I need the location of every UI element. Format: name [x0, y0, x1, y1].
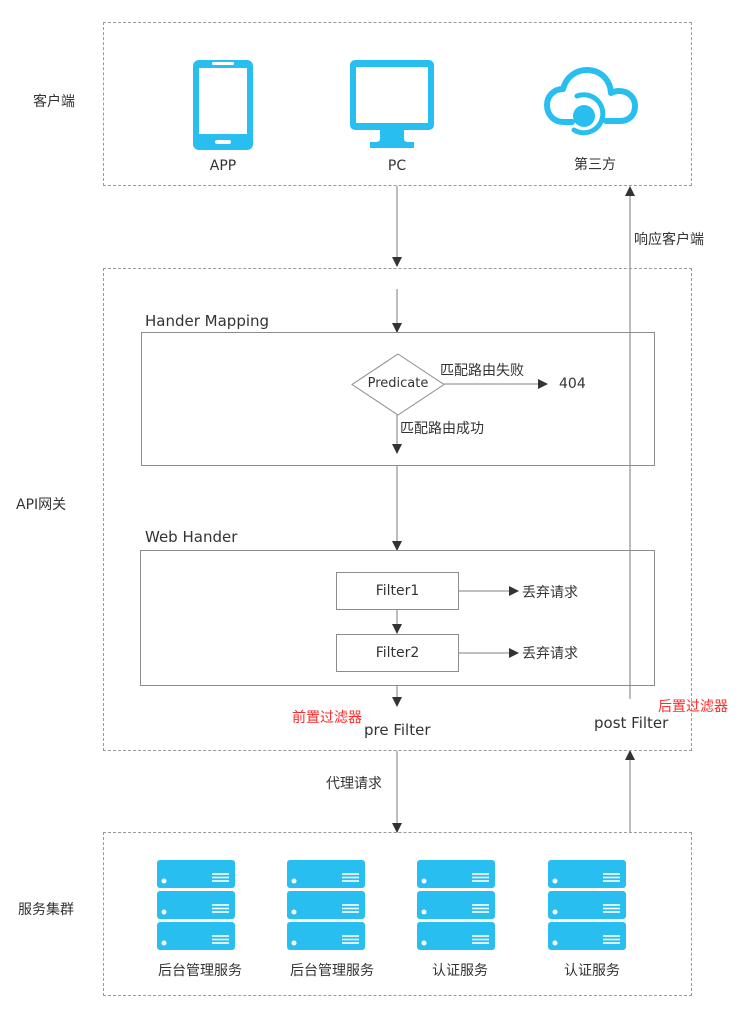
not-found-404-label: 404 [559, 376, 586, 392]
web-handler-box [140, 550, 655, 686]
route-success-label: 匹配路由成功 [400, 421, 484, 437]
server-rack-icon [417, 860, 495, 950]
client-layer-box [103, 22, 692, 186]
web-handler-title: Web Hander [145, 528, 238, 546]
services-layer-label: 服务集群 [18, 902, 74, 918]
desktop-monitor-icon [350, 60, 434, 148]
server-rack-icon [548, 860, 626, 950]
client-layer-label: 客户端 [33, 94, 75, 110]
pre-filter-annotation: 前置过滤器 [292, 710, 362, 726]
handler-mapping-title: Hander Mapping [145, 312, 270, 330]
services-layer-box [103, 832, 692, 996]
filter2-label: Filter2 [375, 645, 420, 661]
gateway-layer-box [103, 268, 692, 751]
predicate-decision-diamond [351, 353, 445, 416]
filter1-box: Filter1 [336, 572, 459, 610]
service-label: 后台管理服务 [290, 963, 374, 979]
proxy-request-label: 代理请求 [326, 776, 382, 792]
predicate-label: Predicate [367, 376, 429, 391]
service-label: 认证服务 [564, 963, 620, 979]
handler-mapping-box [141, 332, 655, 466]
mobile-phone-icon [193, 60, 253, 150]
client-pc-label: PC [387, 158, 407, 174]
server-rack-icon [287, 860, 365, 950]
post-filter-label: post Filter [594, 714, 669, 732]
post-filter-annotation: 后置过滤器 [658, 699, 728, 715]
filter1-reject-label: 丢弃请求 [522, 585, 578, 601]
service-label: 后台管理服务 [158, 963, 242, 979]
response-client-label: 响应客户端 [634, 232, 704, 248]
filter2-reject-label: 丢弃请求 [522, 646, 578, 662]
client-app-label: APP [209, 158, 237, 174]
gateway-layer-label: API网关 [16, 497, 67, 513]
filter2-box: Filter2 [336, 634, 459, 672]
filter1-label: Filter1 [375, 583, 420, 599]
cloud-third-party-icon [544, 67, 638, 136]
service-label: 认证服务 [432, 963, 488, 979]
server-rack-icon [157, 860, 235, 950]
pre-filter-label: pre Filter [364, 721, 431, 739]
route-fail-label: 匹配路由失败 [440, 363, 524, 379]
client-third-party-label: 第三方 [574, 157, 616, 173]
